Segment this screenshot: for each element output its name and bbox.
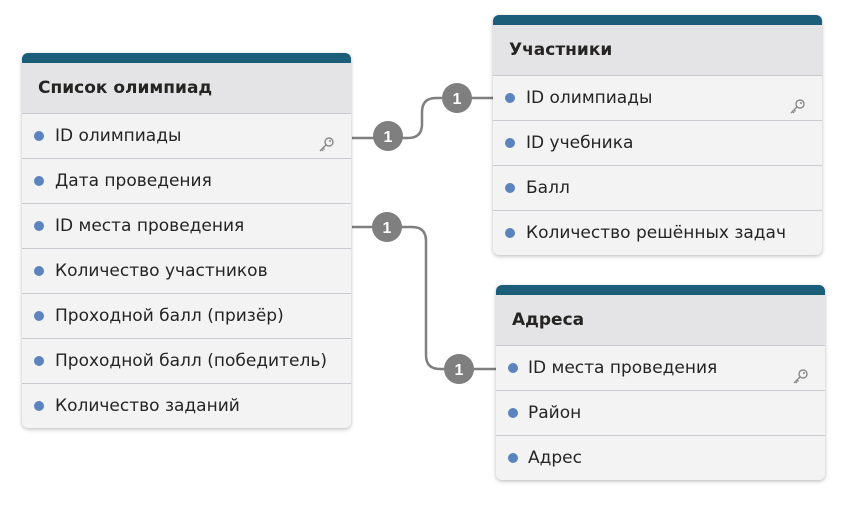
field-dot-icon	[505, 138, 515, 148]
field-dot-icon	[505, 183, 515, 193]
field-label: ID места проведения	[55, 216, 245, 236]
field-dot-icon	[34, 356, 44, 366]
field-label: Адрес	[528, 448, 582, 468]
field-row[interactable]: Балл	[493, 166, 822, 211]
cardinality-badge	[442, 83, 472, 113]
field-dot-icon	[505, 93, 515, 103]
field-label: Район	[528, 403, 582, 423]
field-dot-icon	[34, 221, 44, 231]
field-label: ID места проведения	[528, 358, 718, 378]
cardinality-badge	[373, 121, 403, 151]
field-label: ID олимпиады	[55, 126, 182, 146]
table-title[interactable]: Список олимпиад	[22, 63, 351, 114]
field-label: Количество участников	[55, 261, 268, 281]
field-row[interactable]: Проходной балл (победитель)	[22, 339, 351, 384]
field-label: Количество заданий	[55, 396, 240, 416]
field-dot-icon	[34, 131, 44, 141]
cardinality-label: 1	[453, 91, 462, 108]
connector-line	[352, 225, 496, 371]
field-row[interactable]: ID учебника	[493, 121, 822, 166]
field-row[interactable]: ID места проведения	[22, 204, 351, 249]
key-icon	[788, 89, 806, 114]
field-row[interactable]: ID олимпиады	[493, 76, 822, 121]
field-row[interactable]: ID места проведения	[496, 346, 825, 391]
field-label: Количество решённых задач	[526, 223, 787, 243]
field-row[interactable]: Количество решённых задач	[493, 211, 822, 255]
field-label: Балл	[526, 178, 570, 198]
field-label: ID олимпиады	[526, 88, 653, 108]
cardinality-label: 1	[455, 362, 464, 379]
field-dot-icon	[34, 176, 44, 186]
field-label: Проходной балл (призёр)	[55, 306, 284, 326]
field-row[interactable]: Адрес	[496, 436, 825, 480]
field-row[interactable]: Район	[496, 391, 825, 436]
key-icon	[317, 127, 335, 152]
field-row[interactable]: Количество участников	[22, 249, 351, 294]
table-card-addresses[interactable]: Адреса ID места проведения Район Адрес	[496, 285, 825, 480]
field-dot-icon	[508, 453, 518, 463]
cardinality-badge	[372, 212, 402, 242]
cardinality-label: 1	[384, 129, 393, 146]
table-title[interactable]: Адреса	[496, 295, 825, 346]
connector-line	[352, 96, 493, 140]
table-card-participants[interactable]: Участники ID олимпиады ID учебника Балл …	[493, 15, 822, 255]
field-dot-icon	[34, 266, 44, 276]
field-label: ID учебника	[526, 133, 634, 153]
relationship-olympiad-addresses[interactable]: 1 1	[352, 212, 496, 384]
cardinality-badge	[444, 354, 474, 384]
table-header-bar	[496, 285, 825, 295]
field-row[interactable]: Количество заданий	[22, 384, 351, 428]
key-icon	[791, 359, 809, 384]
field-row[interactable]: ID олимпиады	[22, 114, 351, 159]
table-header-bar	[493, 15, 822, 25]
field-dot-icon	[505, 228, 515, 238]
field-row[interactable]: Дата проведения	[22, 159, 351, 204]
cardinality-label: 1	[383, 220, 392, 237]
table-title[interactable]: Участники	[493, 25, 822, 76]
table-header-bar	[22, 53, 351, 63]
field-dot-icon	[508, 363, 518, 373]
field-dot-icon	[34, 311, 44, 321]
relationship-olympiad-participants[interactable]: 1 1	[352, 83, 493, 151]
field-row[interactable]: Проходной балл (призёр)	[22, 294, 351, 339]
table-card-olympiads[interactable]: Список олимпиад ID олимпиады Дата провед…	[22, 53, 351, 428]
field-dot-icon	[508, 408, 518, 418]
field-label: Дата проведения	[55, 171, 212, 191]
field-label: Проходной балл (победитель)	[55, 351, 327, 371]
field-dot-icon	[34, 401, 44, 411]
